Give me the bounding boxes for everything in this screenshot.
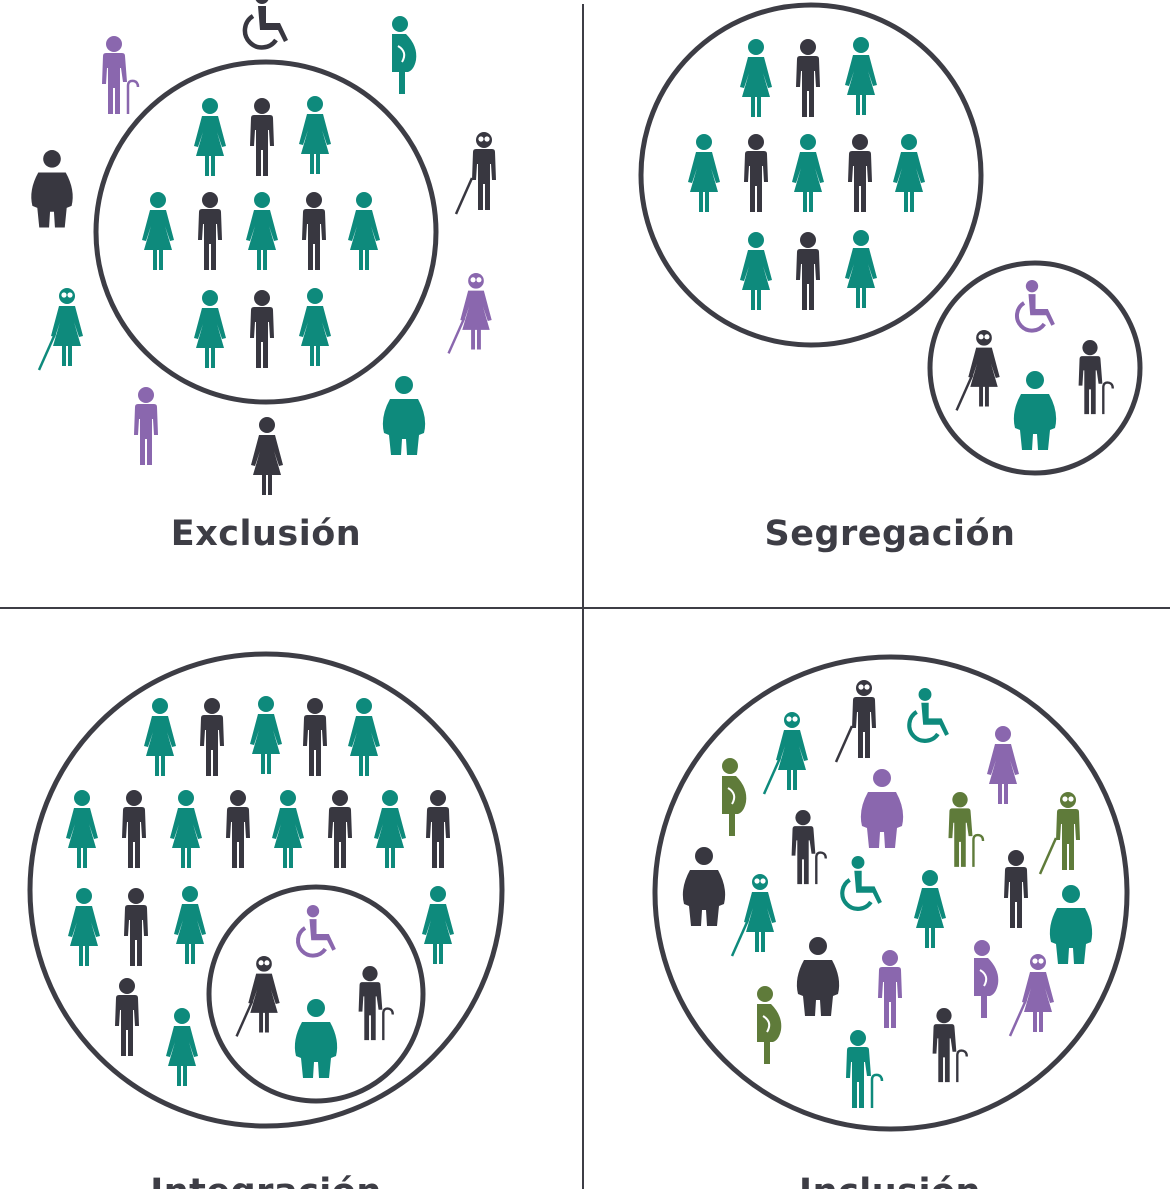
man-icon: [426, 790, 450, 868]
wheelchair-user-icon: [242, 0, 288, 50]
blind-person-icon: [834, 680, 876, 763]
plus-size-person-icon: [1049, 885, 1093, 964]
man-icon: [796, 39, 820, 117]
blind-woman-icon: [37, 288, 83, 371]
plus-size-person-icon: [1013, 371, 1057, 450]
blind-woman-icon: [447, 273, 492, 354]
woman-icon: [68, 888, 100, 966]
woman-icon: [845, 37, 877, 115]
label-segregation: Segregación: [765, 514, 1016, 554]
wheelchair-user-icon: [907, 688, 949, 743]
plus-size-person-icon: [294, 999, 338, 1078]
blind-woman-icon: [1008, 954, 1054, 1037]
woman-icon: [194, 290, 226, 368]
woman-icon: [251, 417, 283, 495]
woman-icon: [374, 790, 406, 868]
woman-icon: [166, 1008, 198, 1086]
woman-icon: [893, 134, 925, 212]
plus-size-person-icon: [796, 937, 840, 1016]
man-icon: [878, 950, 902, 1028]
woman-icon: [914, 870, 946, 948]
man-icon: [226, 790, 250, 868]
plus-size-person-icon: [382, 376, 426, 455]
woman-icon: [422, 886, 454, 964]
man-icon: [122, 790, 146, 868]
woman-icon: [66, 790, 98, 868]
man-icon: [198, 192, 222, 270]
man-icon: [744, 134, 768, 212]
elderly-person-icon: [102, 36, 140, 114]
man-icon: [302, 192, 326, 270]
blind-woman-icon: [762, 712, 808, 795]
elderly-person-icon: [932, 1008, 968, 1083]
man-icon: [134, 387, 158, 465]
wheelchair-user-icon: [840, 856, 882, 911]
pregnant-woman-icon: [757, 986, 782, 1064]
woman-icon: [987, 726, 1019, 804]
inclusion-circle: [652, 654, 1130, 1132]
quadrant-dividers: [0, 4, 1170, 1189]
woman-icon: [250, 696, 282, 774]
woman-icon: [740, 39, 772, 117]
man-icon: [124, 888, 148, 966]
label-integration: Integración: [150, 1172, 382, 1189]
elderly-person-icon: [948, 792, 985, 867]
man-icon: [796, 232, 820, 310]
man-icon: [848, 134, 872, 212]
pregnant-woman-icon: [722, 758, 747, 836]
man-icon: [200, 698, 224, 776]
woman-icon: [144, 698, 176, 776]
woman-icon: [299, 96, 331, 174]
blind-woman-icon: [730, 874, 776, 957]
woman-icon: [246, 192, 278, 270]
man-icon: [303, 698, 327, 776]
pregnant-woman-icon: [974, 940, 999, 1018]
woman-icon: [845, 230, 877, 308]
wheelchair-user-icon: [1015, 280, 1055, 333]
integration-inner-circle: [206, 884, 426, 1104]
elderly-person-icon: [358, 966, 394, 1041]
wheelchair-user-icon: [296, 905, 336, 958]
woman-icon: [272, 790, 304, 868]
panel-labels: Exclusión Segregación Integración Inclus…: [150, 514, 1015, 1189]
woman-icon: [348, 192, 380, 270]
woman-icon: [170, 790, 202, 868]
woman-icon: [174, 886, 206, 964]
woman-icon: [142, 192, 174, 270]
segregation-main-circle: [638, 2, 984, 348]
man-icon: [1004, 850, 1028, 928]
man-icon: [250, 98, 274, 176]
blind-person-icon: [454, 132, 496, 215]
blind-person-icon: [1038, 792, 1080, 875]
elderly-person-icon: [846, 1030, 884, 1108]
plus-size-person-icon: [682, 847, 726, 926]
woman-icon: [348, 698, 380, 776]
woman-icon: [688, 134, 720, 212]
blind-woman-icon: [955, 330, 1000, 411]
exclusion-circle: [93, 59, 439, 405]
woman-icon: [740, 232, 772, 310]
integration-outer-circle: [27, 651, 505, 1129]
group-circles: [27, 2, 1143, 1132]
man-icon: [115, 978, 139, 1056]
plus-size-person-icon: [31, 150, 73, 228]
woman-icon: [792, 134, 824, 212]
man-icon: [250, 290, 274, 368]
woman-icon: [299, 288, 331, 366]
elderly-person-icon: [1078, 340, 1114, 415]
man-icon: [328, 790, 352, 868]
label-inclusion: Inclusión: [799, 1172, 981, 1189]
segregation-side-circle: [927, 260, 1143, 476]
woman-icon: [194, 98, 226, 176]
plus-size-person-icon: [860, 769, 904, 848]
label-exclusion: Exclusión: [171, 514, 361, 554]
pregnant-woman-icon: [392, 16, 417, 94]
elderly-person-icon: [791, 810, 827, 885]
blind-woman-icon: [235, 956, 280, 1037]
people-figures: [31, 0, 1114, 1108]
